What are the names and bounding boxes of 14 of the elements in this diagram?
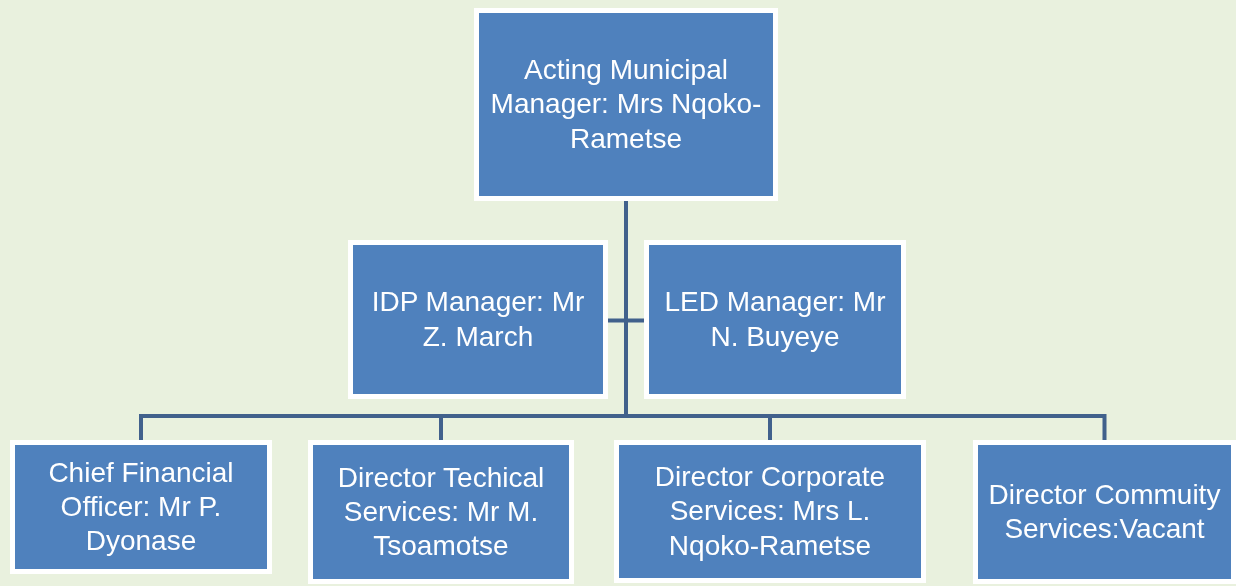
role-title: Director Commuity Services:Vacant xyxy=(987,477,1222,546)
role-title: Director Techical Services: Mr M. Tsoamotse xyxy=(336,460,546,564)
role-box xyxy=(348,240,608,399)
role-title: Acting Municipal Manager: Mrs Nqoko-Rametse xyxy=(489,53,763,156)
role-box xyxy=(973,440,1236,584)
role-box xyxy=(308,440,574,584)
role-box xyxy=(10,440,272,574)
role-title: IDP Manager: Mr Z. March xyxy=(370,285,586,354)
role-title: Director Corporate Services: Mrs L. Nqoko-Rametse xyxy=(653,460,887,563)
role-box xyxy=(474,8,778,201)
role-title: Chief Financial Officer: Mr P. Dyonase xyxy=(47,455,235,559)
role-box xyxy=(644,240,906,399)
role-box xyxy=(614,440,926,583)
role-title: LED Manager: Mr N. Buyeye xyxy=(663,285,887,354)
